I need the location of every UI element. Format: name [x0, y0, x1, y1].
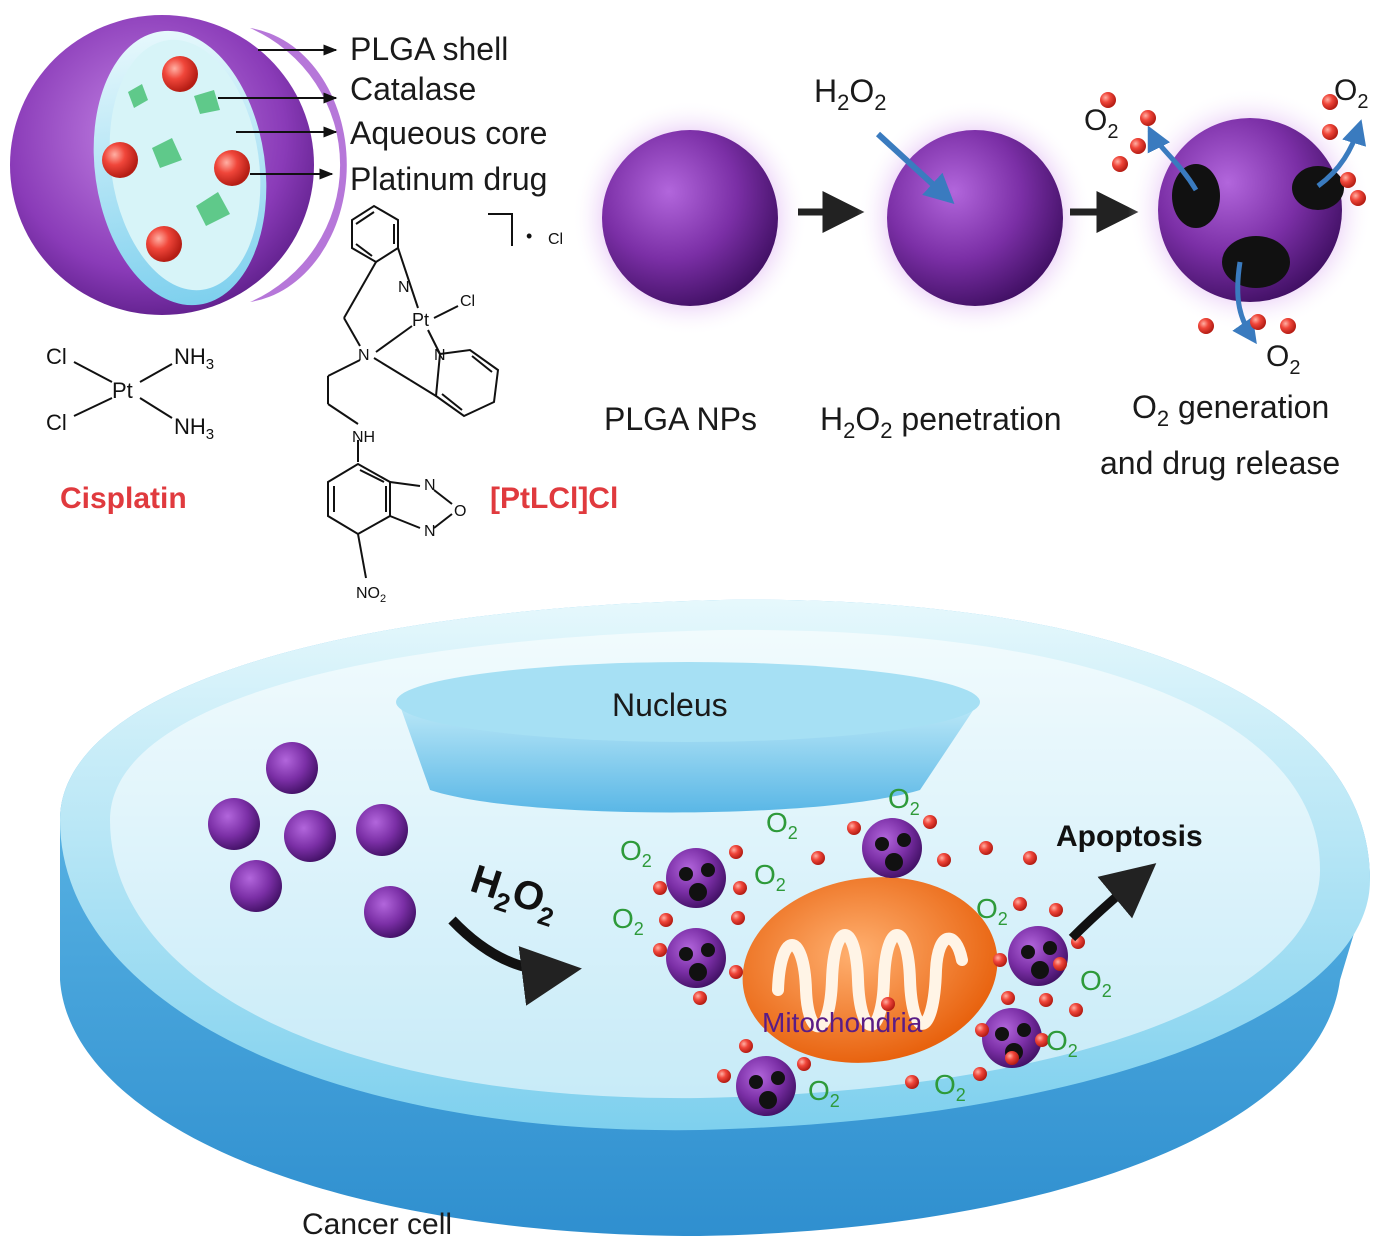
catalase-icon — [194, 90, 220, 114]
label-platinum-drug: Platinum drug — [350, 161, 547, 197]
caption-o2-generation: O2 generation — [1132, 389, 1329, 431]
svg-text:O2: O2 — [766, 807, 798, 843]
platinum-drug-icon — [162, 56, 198, 92]
ptlcl-structure — [327, 204, 513, 579]
nucleus: Nucleus — [396, 662, 980, 813]
svg-text:Pt: Pt — [112, 378, 133, 403]
catalase-icon — [196, 192, 230, 226]
np-icon — [230, 860, 282, 912]
np-icon — [356, 804, 408, 856]
catalase-icon — [152, 138, 182, 168]
svg-text:O2: O2 — [808, 1075, 840, 1111]
svg-text:O2: O2 — [1084, 104, 1118, 143]
o2-labels: O2 O2 O2 O2 O2 O2 O2 O2 O2 O2 — [612, 783, 1112, 1111]
svg-text:O2: O2 — [1080, 965, 1112, 1001]
svg-text:NO2: NO2 — [356, 585, 386, 605]
np-icon — [266, 742, 318, 794]
np-cross-section: PLGA shell Catalase Aqueous core Platinu… — [10, 15, 547, 315]
process-flow: H2O2 O2 O2 O2 PLGA NPs H2O2 penetration … — [572, 73, 1372, 481]
svg-text:Cl: Cl — [46, 344, 67, 369]
svg-text:NH: NH — [352, 429, 375, 446]
cisplatin-name: Cisplatin — [60, 482, 187, 515]
svg-text:N: N — [398, 279, 410, 296]
catalase-icon — [128, 84, 148, 108]
svg-text:O2: O2 — [1334, 74, 1368, 113]
apoptosis-label: Apoptosis — [1056, 820, 1203, 853]
label-catalase: Catalase — [350, 71, 476, 107]
svg-text:N: N — [424, 477, 436, 494]
caption-h2o2-penetration: H2O2 penetration — [820, 401, 1062, 443]
svg-text:O2: O2 — [888, 783, 920, 819]
ptlcl-name: [PtLCl]Cl — [490, 482, 618, 515]
svg-text:O2: O2 — [620, 835, 652, 871]
np-icon — [364, 886, 416, 938]
ptlcl-labels: N Pt Cl N N NH N O N NO2 • Cl [PtLCl]Cl — [352, 226, 618, 605]
label-plga-shell: PLGA shell — [350, 31, 508, 67]
svg-text:O2: O2 — [934, 1069, 966, 1105]
platinum-drug-icon — [102, 142, 138, 178]
np-releasing-group — [666, 818, 1068, 1116]
np-icon — [284, 810, 336, 862]
h2o2-label: H2O2 — [814, 73, 887, 115]
svg-text:Pt: Pt — [412, 310, 429, 330]
platinum-drug-icon — [146, 226, 182, 262]
svg-text:Cl: Cl — [460, 293, 475, 310]
curved-arrow-icon — [448, 916, 582, 1006]
plga-np — [602, 130, 778, 306]
svg-text:NH3: NH3 — [174, 414, 214, 443]
plga-np-penetrated — [887, 130, 1063, 306]
svg-text:N: N — [434, 347, 446, 364]
svg-text:NH3: NH3 — [174, 344, 214, 373]
np-icon — [208, 798, 260, 850]
nucleus-label: Nucleus — [612, 687, 728, 723]
caption-drug-release: and drug release — [1100, 445, 1340, 481]
svg-text:O2: O2 — [1046, 1025, 1078, 1061]
svg-text:O2: O2 — [612, 903, 644, 939]
mitochondria: Mitochondria — [742, 877, 998, 1063]
svg-text:Cl: Cl — [46, 410, 67, 435]
svg-text:O2: O2 — [1266, 340, 1300, 379]
svg-text:•: • — [526, 226, 532, 246]
svg-text:Cl: Cl — [548, 231, 563, 248]
cisplatin-structure: Cl Cl Pt NH3 NH3 Cisplatin — [46, 344, 214, 515]
caption-plga-nps: PLGA NPs — [604, 401, 757, 437]
platinum-drug-icon — [214, 150, 250, 186]
label-aqueous-core: Aqueous core — [350, 115, 547, 151]
plga-np-releasing — [1158, 118, 1342, 302]
svg-text:O: O — [454, 503, 466, 520]
svg-text:O2: O2 — [976, 893, 1008, 929]
drug-dots — [653, 815, 1085, 1089]
curved-arrow-icon — [1068, 863, 1157, 942]
svg-text:N: N — [424, 523, 436, 540]
cancer-cell: Nucleus H2O2 Mitochondria — [60, 599, 1370, 1241]
svg-text:O2: O2 — [754, 859, 786, 895]
svg-text:N: N — [358, 347, 370, 364]
mitochondria-label: Mitochondria — [762, 1007, 923, 1038]
cancer-cell-label: Cancer cell — [302, 1208, 452, 1241]
